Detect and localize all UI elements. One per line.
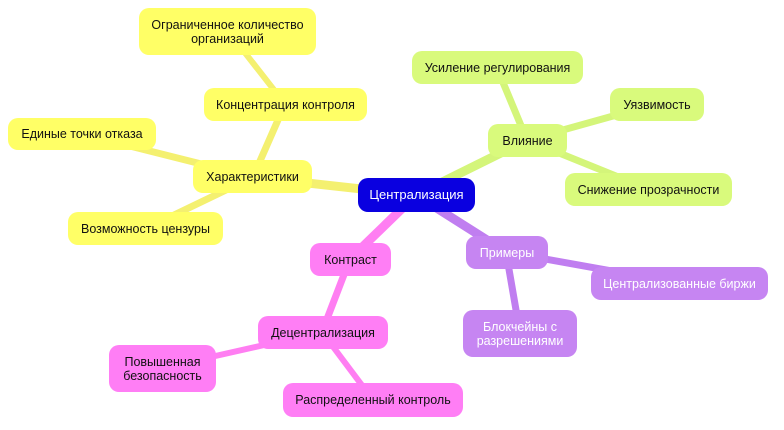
node-distributed-control[interactable]: Распределенный контроль [283,383,463,417]
node-transparency-decrease[interactable]: Снижение прозрачности [565,173,732,206]
node-regulation-increase[interactable]: Усиление регулирования [412,51,583,84]
node-increased-security[interactable]: Повышенная безопасность [109,345,216,392]
node-censorship-possibility[interactable]: Возможность цензуры [68,212,223,245]
node-characteristics[interactable]: Характеристики [193,160,312,193]
node-concentration-of-control[interactable]: Концентрация контроля [204,88,367,121]
node-centralized-exchanges[interactable]: Централизованные биржи [591,267,768,300]
node-single-points-of-failure[interactable]: Единые точки отказа [8,118,156,150]
node-centralization-root[interactable]: Централизация [358,178,475,212]
node-permissioned-blockchains[interactable]: Блокчейны с разрешениями [463,310,577,357]
node-limited-organizations[interactable]: Ограниченное количество организаций [139,8,316,55]
node-examples[interactable]: Примеры [466,236,548,269]
node-vulnerability[interactable]: Уязвимость [610,88,704,121]
node-contrast[interactable]: Контраст [310,243,391,276]
node-decentralization[interactable]: Децентрализация [258,316,388,349]
node-influence[interactable]: Влияние [488,124,567,157]
